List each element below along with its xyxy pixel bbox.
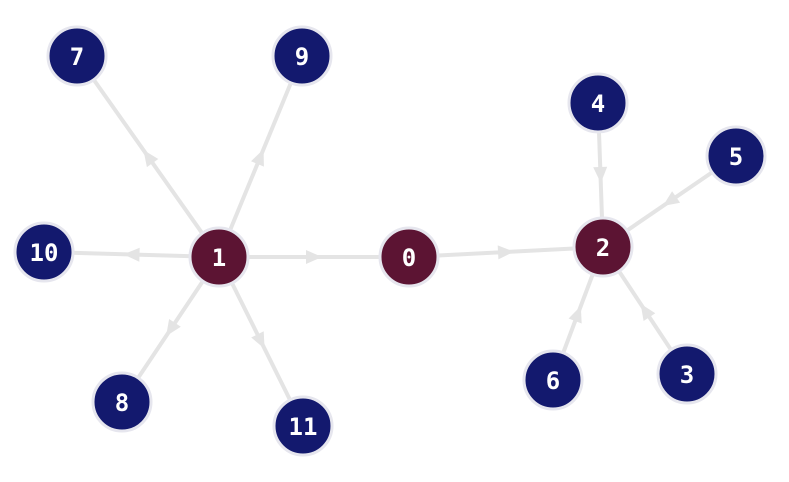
node-label-10: 10 [30, 239, 59, 267]
node-2[interactable]: 2 [572, 216, 634, 278]
node-circle-7 [46, 25, 108, 87]
node-circle-10 [13, 221, 75, 283]
node-circle-4 [567, 72, 629, 134]
node-circle-5 [705, 125, 767, 187]
node-9[interactable]: 9 [271, 25, 333, 87]
node-label-4: 4 [591, 90, 605, 118]
node-3[interactable]: 3 [656, 343, 718, 405]
node-circle-0 [378, 226, 440, 288]
node-10[interactable]: 10 [13, 221, 75, 283]
node-4[interactable]: 4 [567, 72, 629, 134]
node-6[interactable]: 6 [522, 349, 584, 411]
node-label-2: 2 [596, 234, 610, 262]
node-label-7: 7 [70, 43, 84, 71]
edge-arrowhead-1-to-8 [166, 319, 181, 337]
node-5[interactable]: 5 [705, 125, 767, 187]
node-11[interactable]: 11 [272, 395, 334, 457]
node-label-5: 5 [729, 143, 743, 171]
node-label-9: 9 [295, 43, 309, 71]
node-circle-11 [272, 395, 334, 457]
edge-arrowhead-5-to-2 [662, 191, 681, 206]
node-circle-8 [91, 371, 153, 433]
node-circle-3 [656, 343, 718, 405]
edge-arrowhead-1-to-7 [143, 150, 159, 168]
node-0[interactable]: 0 [378, 226, 440, 288]
node-label-0: 0 [402, 244, 416, 272]
edge-arrowhead-6-to-2 [568, 306, 582, 324]
edge-arrowhead-1-to-10 [123, 247, 140, 262]
edge-arrowhead-1-to-11 [251, 331, 265, 349]
edge-arrowhead-3-to-2 [640, 303, 656, 321]
node-circle-6 [522, 349, 584, 411]
node-label-8: 8 [115, 389, 129, 417]
node-7[interactable]: 7 [46, 25, 108, 87]
edge-arrowhead-0-to-2 [497, 245, 514, 260]
node-1[interactable]: 1 [188, 226, 250, 288]
node-circle-1 [188, 226, 250, 288]
node-circle-9 [271, 25, 333, 87]
edge-arrowhead-4-to-2 [593, 166, 608, 183]
edge-arrowhead-1-to-0 [306, 250, 322, 264]
edge-arrowhead-1-to-9 [251, 149, 264, 167]
node-label-1: 1 [212, 244, 226, 272]
node-label-11: 11 [289, 413, 318, 441]
node-label-6: 6 [546, 367, 560, 395]
node-8[interactable]: 8 [91, 371, 153, 433]
node-label-3: 3 [680, 361, 694, 389]
nodes-layer: 0 1 2 3 4 5 6 7 8 9 10 11 [13, 25, 767, 457]
node-circle-2 [572, 216, 634, 278]
